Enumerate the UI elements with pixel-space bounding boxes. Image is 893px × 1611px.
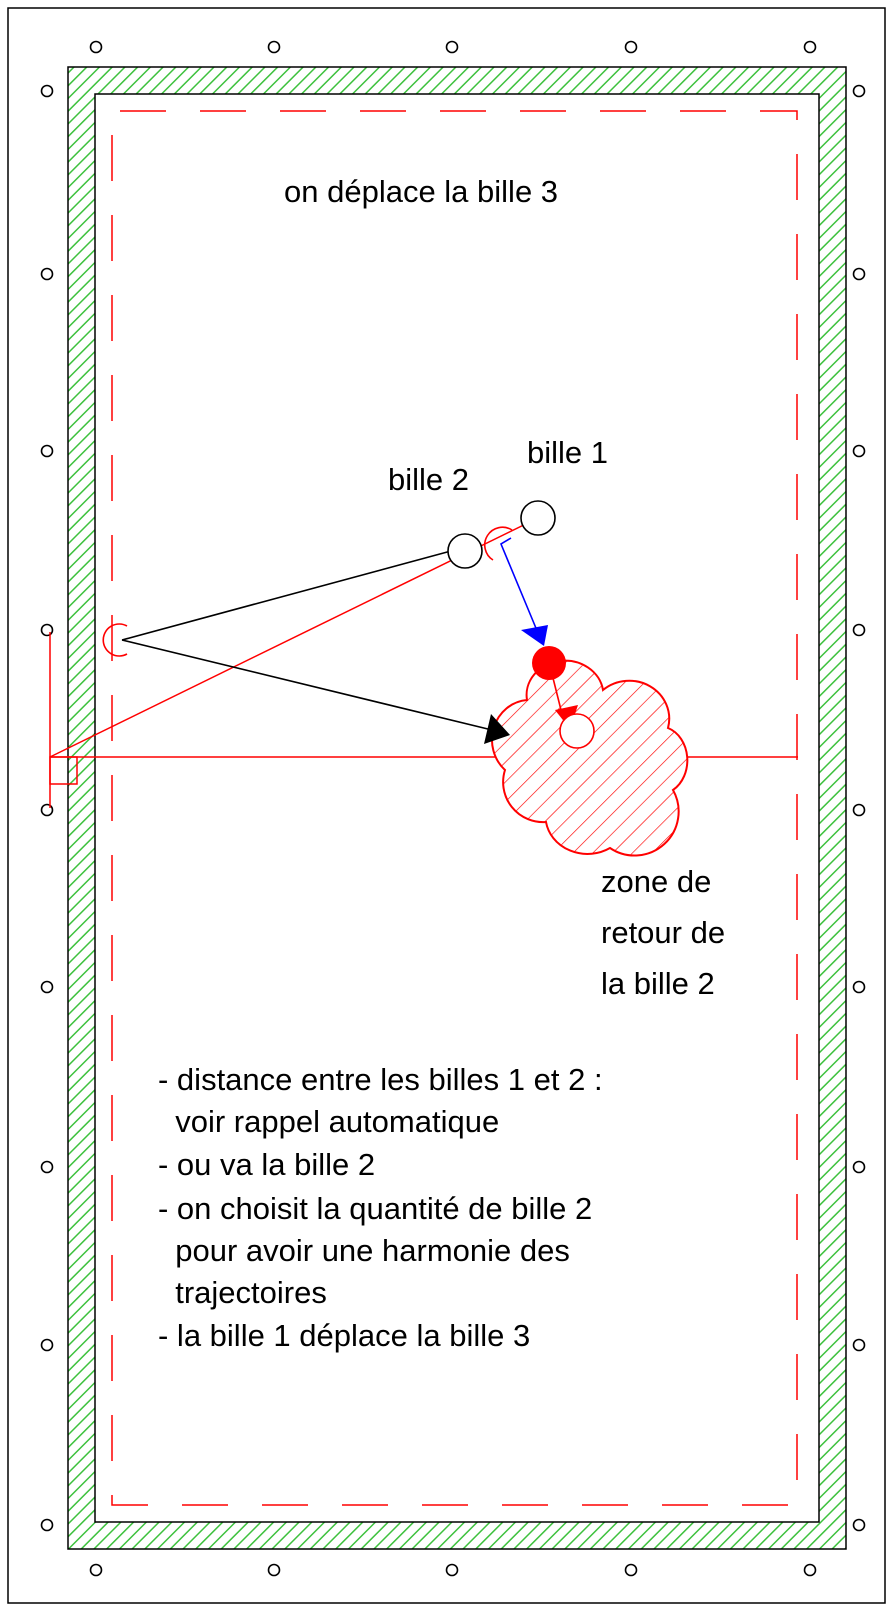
- table-rails: [67, 66, 847, 1550]
- ball-2: [447, 533, 483, 569]
- ball2-path-1: [121, 547, 463, 641]
- ball2-label: bille 2: [388, 462, 469, 497]
- diagram-title: on déplace la bille 3: [284, 174, 558, 209]
- ball3-target-circle: [559, 713, 595, 749]
- ball2-arrowhead: [484, 714, 510, 744]
- ball-3: [532, 646, 566, 680]
- zone-label-line2: retour de: [601, 915, 725, 950]
- cushion-contact-arc: [102, 623, 128, 657]
- playing-area-guide: [111, 110, 798, 1506]
- note-line: - la bille 1 déplace la bille 3: [158, 1318, 530, 1353]
- note-line: - distance entre les billes 1 et 2 :: [158, 1062, 603, 1097]
- note-line: trajectoires: [158, 1275, 327, 1310]
- zone-label-line3: la bille 2: [601, 966, 715, 1001]
- right-angle-mark: [49, 756, 78, 785]
- ball-1: [520, 500, 556, 536]
- note-line: - ou va la bille 2: [158, 1147, 375, 1182]
- ball1-path: [499, 537, 539, 634]
- ball2-path-2: [121, 639, 493, 731]
- note-line: voir rappel automatique: [158, 1104, 499, 1139]
- outer-frame: [7, 7, 886, 1604]
- zone-label-line1: zone de: [601, 864, 711, 899]
- note-line: pour avoir une harmonie des: [158, 1233, 570, 1268]
- diamond-markers: [40, 40, 866, 1577]
- note-line: - on choisit la quantité de bille 2: [158, 1191, 592, 1226]
- ghost-ball-arc: [483, 526, 513, 561]
- ball1-label: bille 1: [527, 435, 608, 470]
- return-zone: [491, 659, 689, 857]
- notes-block: - distance entre les billes 1 et 2 : voi…: [158, 1062, 603, 1353]
- ball1-arrowhead: [521, 625, 548, 646]
